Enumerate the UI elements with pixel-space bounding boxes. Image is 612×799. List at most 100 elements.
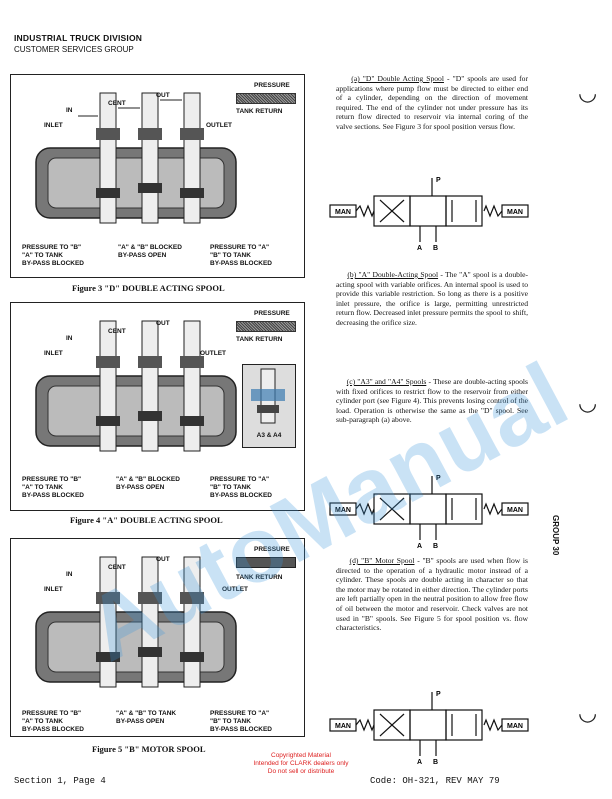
copyright-line-2: Intended for CLARK dealers only xyxy=(253,760,349,767)
man-label-right: MAN xyxy=(507,507,523,514)
pressure-swatch xyxy=(236,93,296,104)
section-b-text: - The "A" spool is a double-acting spool… xyxy=(336,270,528,327)
in-label: IN xyxy=(66,571,73,578)
copyright-line-3: Do not sell or distribute xyxy=(267,768,335,775)
inlet-label: INLET xyxy=(44,122,63,129)
position-left-label: PRESSURE TO "B" "A" TO TANK BY-PASS BLOC… xyxy=(22,244,84,267)
binder-mark-top: ◡ xyxy=(578,80,598,105)
schematic-a-spool: MAN MAN P A B xyxy=(328,470,530,550)
spring-right xyxy=(483,204,503,218)
pressure-swatch xyxy=(236,557,296,568)
section-b-title: (b) "A" Double-Acting Spool xyxy=(347,270,439,279)
group-tab: GROUP 30 xyxy=(551,515,560,556)
legend-pressure-label: PRESSURE xyxy=(254,82,290,89)
p-port-label: P xyxy=(436,177,441,184)
man-label-left: MAN xyxy=(335,209,351,216)
position-right-label: PRESSURE TO "A" "B" TO TANK BY-PASS BLOC… xyxy=(210,476,272,499)
valve-envelope-3 xyxy=(445,195,483,227)
binder-mark-middle: ◡ xyxy=(578,390,598,415)
spring-left xyxy=(355,718,375,732)
section-page-label: Section 1, Page 4 xyxy=(14,776,106,786)
document-code: Code: OH-321, REV MAY 79 xyxy=(370,776,500,786)
schematic-svg: MAN MAN P A B xyxy=(329,691,529,766)
outlet-label: OUTLET xyxy=(222,586,248,593)
a-port-label: A xyxy=(417,759,422,766)
position-center-label: "A" & "B" BLOCKED BY-PASS OPEN xyxy=(116,476,180,491)
man-label-left: MAN xyxy=(335,723,351,730)
a-port-label: A xyxy=(417,245,422,252)
inlet-label: INLET xyxy=(44,350,63,357)
position-left-label: PRESSURE TO "B" "A" TO TANK BY-PASS BLOC… xyxy=(22,476,84,499)
valve-envelope-2 xyxy=(409,709,447,741)
valve-illustration xyxy=(35,92,237,224)
figure-3-panel: PRESSURE TANK RETURN IN CENT OUT INLET O… xyxy=(10,74,306,279)
position-center-label: "A" & "B" BLOCKED BY-PASS OPEN xyxy=(118,244,182,259)
copyright-line-1: Copyrighted Material xyxy=(271,752,331,759)
spring-right xyxy=(483,718,503,732)
legend-pressure-label: PRESSURE xyxy=(254,546,290,553)
legend-tank-label: TANK RETURN xyxy=(236,574,283,581)
b-port-label: B xyxy=(433,543,438,550)
out-label: OUT xyxy=(156,556,170,563)
valve-illustration xyxy=(35,556,237,688)
position-right-label: PRESSURE TO "A" "B" TO TANK BY-PASS BLOC… xyxy=(210,710,272,733)
figure-4-panel: PRESSURE TANK RETURN A3 & A4 IN CENT OUT… xyxy=(10,302,306,512)
inlet-label: INLET xyxy=(44,586,63,593)
legend-tank-label: TANK RETURN xyxy=(236,336,283,343)
p-port-label: P xyxy=(436,475,441,482)
section-a-text: - "D" spools are used for applications w… xyxy=(336,74,528,131)
copyright-notice: Copyrighted Material Intended for CLARK … xyxy=(236,752,366,776)
schematic-d-spool: MAN MAN P A B xyxy=(328,172,530,252)
section-a-paragraph: (a) "D" Double Acting Spool - "D" spools… xyxy=(336,74,528,132)
in-label: IN xyxy=(66,335,73,342)
section-c-paragraph: (c) "A3" and "A4" Spools - These are dou… xyxy=(336,377,528,425)
figure-5-caption: Figure 5 "B" MOTOR SPOOL xyxy=(92,744,206,754)
b-port-label: B xyxy=(433,759,438,766)
spring-left xyxy=(355,502,375,516)
section-a-title: (a) "D" Double Acting Spool xyxy=(351,74,444,83)
p-port-label: P xyxy=(436,691,441,698)
flow-arrow xyxy=(379,199,405,223)
figure-5-panel: PRESSURE TANK RETURN IN CENT OUT INLET O… xyxy=(10,538,306,738)
figure-3-caption: Figure 3 "D" DOUBLE ACTING SPOOL xyxy=(72,283,225,293)
out-label: OUT xyxy=(156,92,170,99)
binder-mark-bottom: ◡ xyxy=(578,700,598,725)
spring-left xyxy=(355,204,375,218)
section-d-paragraph: (d) "B" Motor Spool - "B" spools are use… xyxy=(336,556,528,633)
cent-label: CENT xyxy=(108,564,126,571)
outlet-label: OUTLET xyxy=(206,122,232,129)
schematic-svg: MAN MAN P A B xyxy=(329,475,529,550)
cent-label: CENT xyxy=(108,328,126,335)
in-label: IN xyxy=(66,107,73,114)
outlet-label: OUTLET xyxy=(200,350,226,357)
man-label-right: MAN xyxy=(507,723,523,730)
cent-label: CENT xyxy=(108,100,126,107)
position-left-label: PRESSURE TO "B" "A" TO TANK BY-PASS BLOC… xyxy=(22,710,84,733)
spring-right xyxy=(483,502,503,516)
section-d-text: - "B" spools are used when flow is direc… xyxy=(336,556,528,633)
figure-4-caption: Figure 4 "A" DOUBLE ACTING SPOOL xyxy=(70,515,223,525)
a3-a4-inset: A3 & A4 xyxy=(242,364,296,448)
valve-envelope-3 xyxy=(445,493,483,525)
schematic-svg: MAN MAN P A B xyxy=(329,177,529,252)
flow-arrow xyxy=(379,713,405,737)
division-heading: INDUSTRIAL TRUCK DIVISION xyxy=(14,33,143,43)
a-port-label: A xyxy=(417,543,422,550)
man-label-left: MAN xyxy=(335,507,351,514)
legend-pressure-label: PRESSURE xyxy=(254,310,290,317)
valve-envelope-2 xyxy=(409,195,447,227)
schematic-b-spool: MAN MAN P A B xyxy=(328,686,530,766)
position-center-label: "A" & "B" TO TANK BY-PASS OPEN xyxy=(116,710,177,725)
b-port-label: B xyxy=(433,245,438,252)
section-c-text: - These are double-acting spools with fi… xyxy=(336,377,528,425)
section-c-title: (c) "A3" and "A4" Spools xyxy=(346,377,427,386)
section-b-paragraph: (b) "A" Double-Acting Spool - The "A" sp… xyxy=(336,270,528,328)
valve-envelope-3 xyxy=(445,709,483,741)
out-label: OUT xyxy=(156,320,170,327)
a3-a4-label: A3 & A4 xyxy=(256,432,282,439)
pressure-swatch xyxy=(236,321,296,332)
legend-tank-label: TANK RETURN xyxy=(236,108,283,115)
flow-arrow xyxy=(379,497,405,521)
group-heading: CUSTOMER SERVICES GROUP xyxy=(14,45,134,54)
man-label-right: MAN xyxy=(507,209,523,216)
